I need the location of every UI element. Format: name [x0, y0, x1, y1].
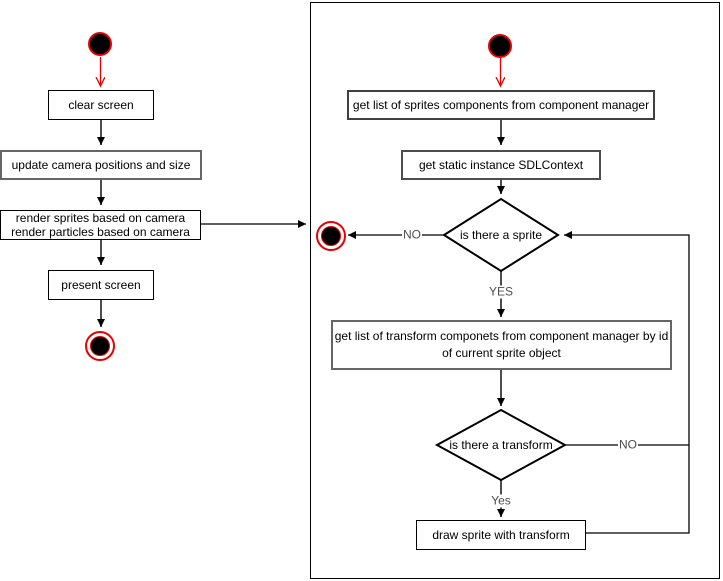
connector-loop-back-to-sprite-decision: [564, 231, 690, 534]
activity-label: get list of sprites components from comp…: [352, 98, 650, 112]
activity-draw-sprite: draw sprite with transform: [416, 520, 586, 550]
activity-get-transform-list: get list of transform componets from com…: [331, 320, 672, 370]
activity-present-screen: present screen: [48, 270, 154, 300]
decision-sprite-label: is there a sprite: [459, 228, 543, 242]
activity-get-sprites-list: get list of sprites components from comp…: [347, 90, 655, 120]
activity-label-line1: get list of transform componets from com…: [334, 329, 669, 343]
branch-label-yes-transform: Yes: [490, 493, 512, 508]
branch-label-no-transform: NO: [618, 437, 638, 452]
activity-label: clear screen: [68, 98, 134, 112]
activity-update-camera: update camera positions and size: [0, 150, 202, 180]
activity-label: present screen: [61, 278, 141, 292]
end-node-right: [316, 221, 346, 251]
activity-label: get static instance SDLContext: [418, 158, 584, 172]
decision-is-there-a-transform: [434, 408, 568, 482]
end-node-left: [85, 331, 115, 361]
activity-label-line2: of current sprite object: [442, 346, 561, 360]
inner-loop-frame: [310, 2, 720, 579]
decision-is-there-a-sprite: [442, 197, 560, 273]
start-node-right: [488, 34, 512, 58]
activity-label: draw sprite with transform: [432, 528, 570, 542]
activity-label-line2: render particles based on camera: [11, 225, 190, 239]
end-node-dot: [90, 336, 110, 356]
activity-render-sprites-particles: render sprites based on camera render pa…: [0, 210, 201, 240]
branch-label-no-sprite: NO: [402, 227, 422, 242]
activity-clear-screen: clear screen: [48, 90, 154, 120]
activity-label-line1: render sprites based on camera: [15, 211, 186, 225]
branch-label-yes-sprite: YES: [487, 284, 515, 299]
activity-label: update camera positions and size: [11, 158, 191, 172]
end-node-dot: [321, 226, 341, 246]
decision-transform-label: is there a transform: [449, 438, 553, 452]
start-node-left: [88, 32, 112, 56]
activity-get-sdlcontext: get static instance SDLContext: [401, 150, 601, 180]
